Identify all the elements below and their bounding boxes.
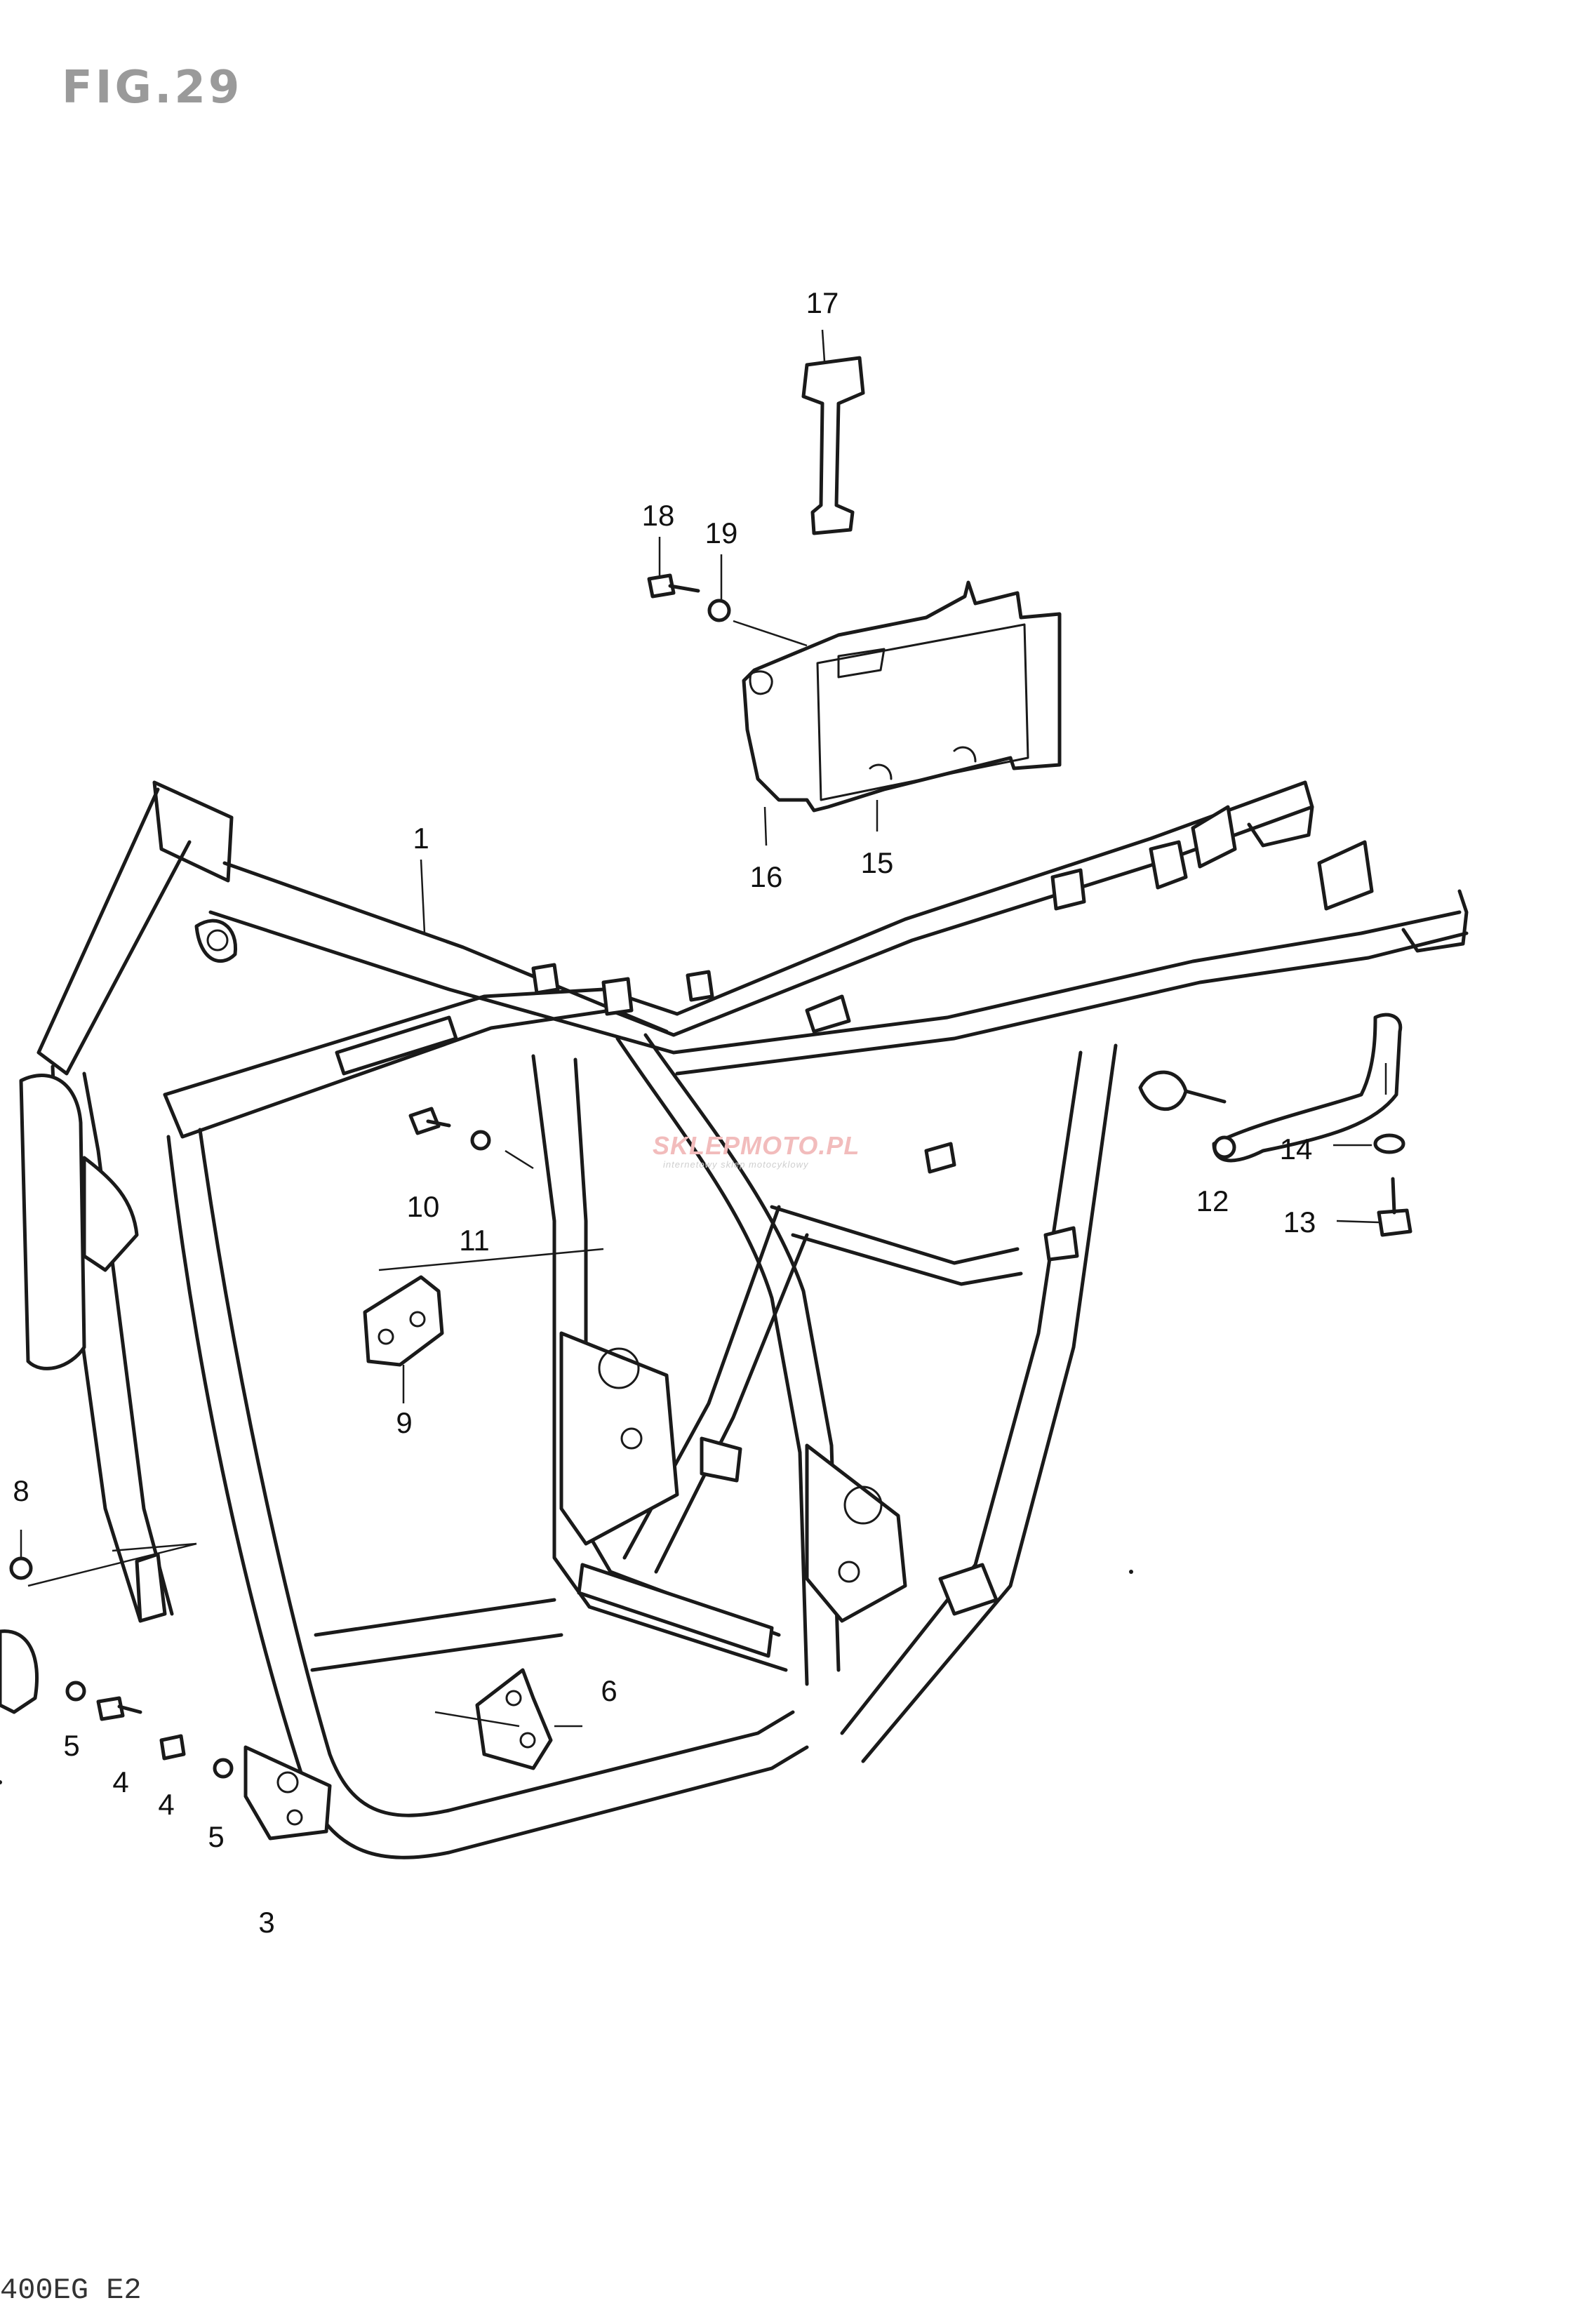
callout-9: 9 xyxy=(396,1406,413,1439)
callout-8: 8 xyxy=(13,1474,29,1507)
model-code: 400EG E2 xyxy=(0,2273,142,2307)
nut-19 xyxy=(707,554,808,647)
main-frame xyxy=(0,780,1469,1859)
callout-3: 3 xyxy=(258,1906,275,1939)
callout-15: 15 xyxy=(860,846,894,879)
callout-11: 11 xyxy=(459,1224,490,1257)
callout-5a: 5 xyxy=(63,1729,80,1762)
callout-5b: 5 xyxy=(208,1820,225,1853)
callout-4b: 4 xyxy=(158,1788,175,1821)
callout-16: 16 xyxy=(749,860,783,893)
callout-6: 6 xyxy=(601,1674,617,1707)
battery-case xyxy=(742,580,1062,846)
callout-1: 1 xyxy=(413,822,429,855)
callout-4a: 4 xyxy=(112,1765,129,1798)
battery-strap xyxy=(801,329,865,535)
callout-12: 12 xyxy=(1196,1184,1229,1217)
callout-19: 19 xyxy=(704,516,738,549)
figure-title: FIG.29 xyxy=(62,62,243,114)
watermark-subtext: internetowy sklep motocyklowy xyxy=(663,1159,809,1170)
watermark: SKLEPMOTO.PL xyxy=(653,1131,860,1160)
callout-10: 10 xyxy=(406,1190,440,1223)
callout-13: 13 xyxy=(1283,1206,1316,1238)
callout-14: 14 xyxy=(1279,1133,1313,1166)
callout-17: 17 xyxy=(806,286,839,319)
callout-18: 18 xyxy=(641,499,675,532)
bolt-18 xyxy=(647,537,700,599)
